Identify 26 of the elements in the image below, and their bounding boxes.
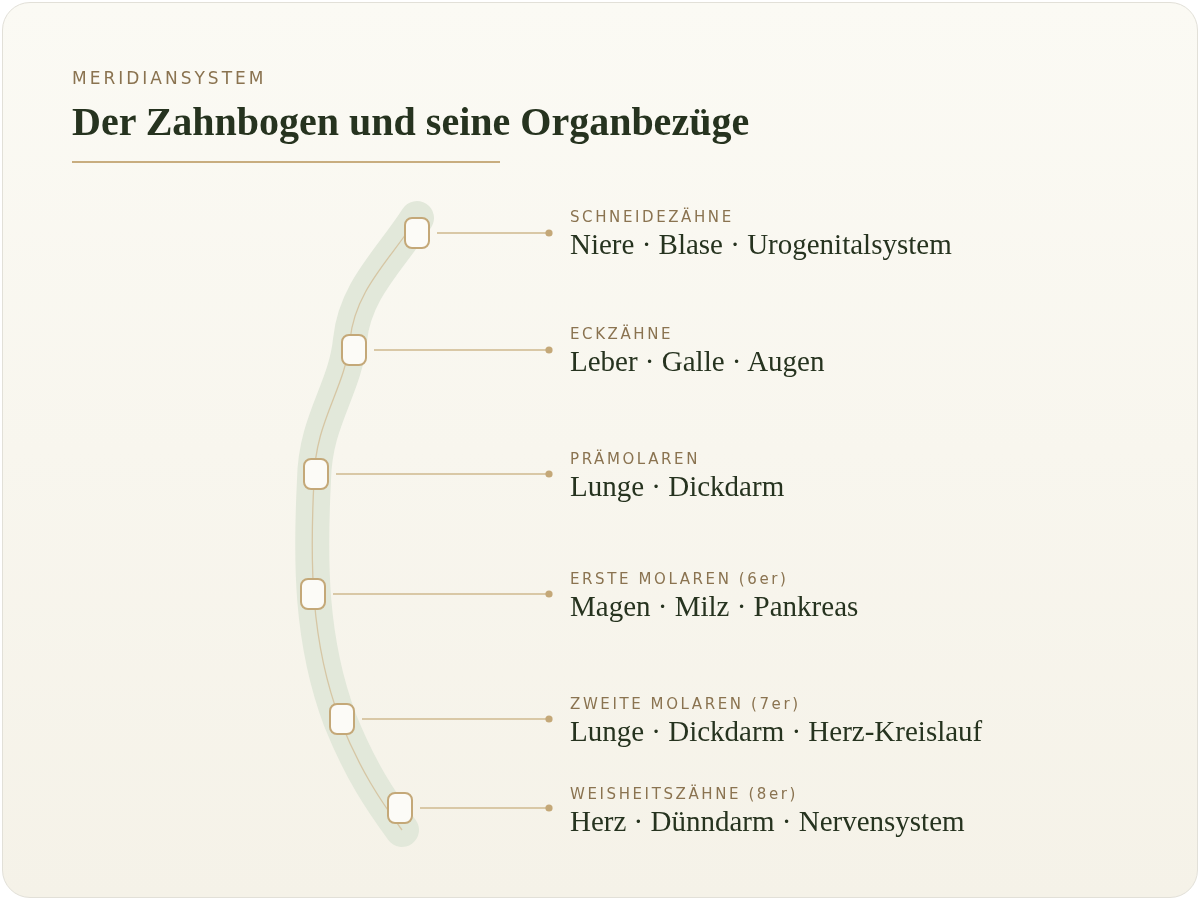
tooth-icon <box>300 578 326 610</box>
organ-list: Leber · Galle · Augen <box>570 345 825 378</box>
section-eyebrow: MERIDIANSYSTEM <box>72 68 267 88</box>
tooth-group-heading: ERSTE MOLAREN (6er) <box>570 570 789 588</box>
tooth-group-heading: WEISHEITSZÄHNE (8er) <box>570 785 799 803</box>
organ-list: Niere · Blase · Urogenitalsystem <box>570 228 952 261</box>
organ-list: Magen · Milz · Pankreas <box>570 590 859 623</box>
leader-line <box>361 715 553 723</box>
tooth-group-heading: ZWEITE MOLAREN (7er) <box>570 695 801 713</box>
tooth-group-heading: PRÄMOLAREN <box>570 450 700 468</box>
tooth-icon <box>303 458 329 490</box>
tooth-group-heading: ECKZÄHNE <box>570 325 674 343</box>
leader-line <box>373 346 553 354</box>
tooth-group-heading: SCHNEIDEZÄHNE <box>570 208 734 226</box>
diagram-title: Der Zahnbogen und seine Organbezüge <box>72 98 750 145</box>
leader-line <box>335 470 553 478</box>
organ-list: Lunge · Dickdarm <box>570 470 785 503</box>
leader-line <box>332 590 553 598</box>
leader-line <box>419 804 553 812</box>
tooth-icon <box>404 217 430 249</box>
tooth-icon <box>341 334 367 366</box>
tooth-icon <box>387 792 413 824</box>
organ-list: Herz · Dünndarm · Nervensystem <box>570 805 965 838</box>
leader-line <box>436 229 553 237</box>
tooth-icon <box>329 703 355 735</box>
organ-list: Lunge · Dickdarm · Herz-Kreislauf <box>570 715 983 748</box>
